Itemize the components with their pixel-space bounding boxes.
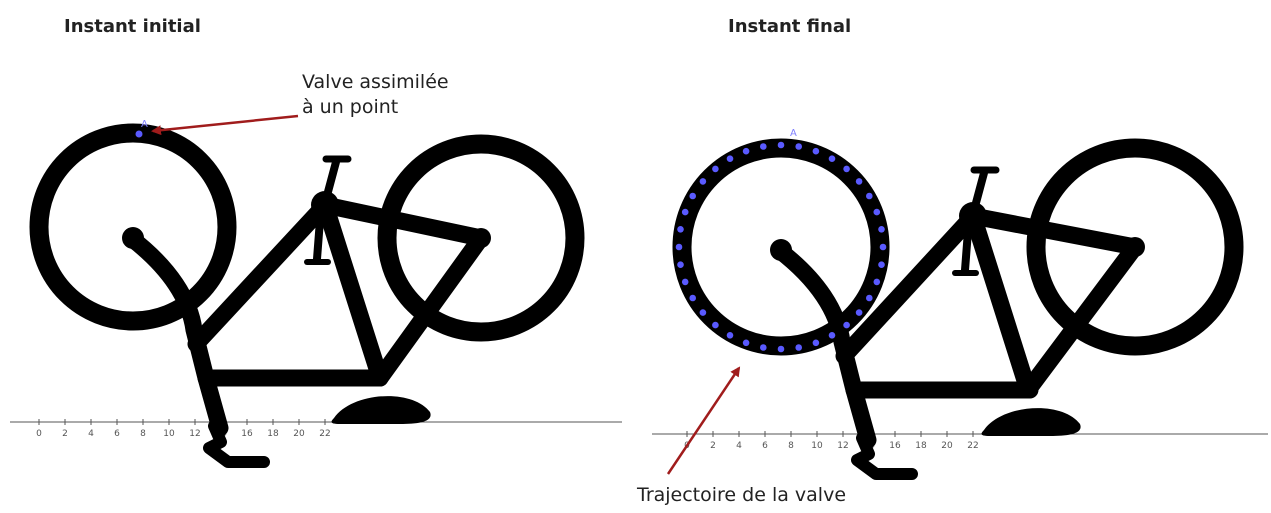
trajectory-point (760, 344, 767, 351)
trajectory-point (880, 244, 887, 251)
initial-axis-tick-label: 8 (140, 429, 146, 439)
trajectory-point (829, 332, 836, 339)
initial-axis-tick-label: 20 (293, 429, 305, 439)
trajectory-point (700, 178, 707, 185)
trajectory-point (874, 209, 881, 216)
final-front-hub (770, 239, 792, 261)
initial-axis-tick-label: 6 (114, 429, 120, 439)
initial-axis-tick-label: 0 (36, 429, 42, 439)
final-seat-tube (973, 216, 1028, 390)
trajectory-point (727, 332, 734, 339)
initial-front-hub (122, 227, 144, 249)
trajectory-annotation: Trajectoire de la valve (636, 484, 846, 506)
trajectory-point (813, 340, 820, 347)
trajectory-point (682, 279, 689, 286)
trajectory-point (866, 295, 873, 302)
final-head-joint (959, 202, 987, 230)
trajectory-point (829, 155, 836, 162)
trajectory-point (700, 309, 707, 316)
initial-axis-tick-label: 4 (88, 429, 94, 439)
final-rear-hub (1125, 237, 1145, 257)
trajectory-point (682, 209, 689, 216)
initial-top-tube (325, 205, 481, 238)
valve-annotation-line2: à un point (302, 96, 398, 118)
final-axis-tick-label: 4 (736, 441, 742, 451)
initial-head-joint (311, 191, 339, 219)
trajectory-point (874, 279, 881, 286)
trajectory-annotation-arrow (668, 368, 739, 474)
trajectory-point (856, 309, 863, 316)
final-axis-tick-label: 10 (811, 441, 823, 451)
initial-axis-tick-label: 16 (241, 429, 253, 439)
final-axis-tick-label: 22 (967, 441, 978, 451)
final-pedal (857, 438, 912, 474)
initial-seat-tube (325, 205, 380, 378)
initial-axis-tick-label: 12 (189, 429, 200, 439)
trajectory-point (689, 295, 696, 302)
initial-axis-tick-label: 2 (62, 429, 68, 439)
trajectory-point (795, 143, 802, 150)
valve-annotation-line1: Valve assimilée (302, 71, 449, 93)
final-panel-title: Instant final (728, 16, 851, 37)
final-bicycle (682, 148, 1234, 474)
final-axis-tick-label: 2 (710, 441, 716, 451)
trajectory-point (712, 322, 719, 329)
trajectory-point (778, 346, 785, 353)
trajectory-point (795, 344, 802, 351)
initial-bicycle (39, 133, 575, 462)
initial-axis-tick-label: 10 (163, 429, 175, 439)
final-axis-tick-label: 20 (941, 441, 953, 451)
final-axis-tick-label: 6 (762, 441, 768, 451)
trajectory-point (727, 155, 734, 162)
initial-pedal (209, 426, 264, 462)
trajectory-point (689, 193, 696, 200)
trajectory-point (677, 261, 684, 268)
initial-axis-tick-label: 22 (319, 429, 330, 439)
trajectory-point (778, 142, 785, 149)
final-axis-tick-label: 8 (788, 441, 794, 451)
trajectory-point (760, 143, 767, 150)
valve-annotation-arrow (153, 116, 298, 131)
initial-panel-title: Instant initial (64, 16, 201, 37)
final-top-tube (973, 216, 1135, 247)
final-axis-tick-label: 18 (915, 441, 927, 451)
trajectory-point (843, 166, 850, 173)
trajectory-point (813, 148, 820, 155)
final-chainring (982, 408, 1081, 436)
initial-axis-tick-label: 18 (267, 429, 279, 439)
final-axis-tick-label: 16 (889, 441, 901, 451)
trajectory-point (878, 261, 885, 268)
trajectory-point (676, 244, 683, 251)
trajectory-point (743, 340, 750, 347)
trajectory-point (712, 166, 719, 173)
trajectory-point (677, 226, 684, 233)
initial-valve-point (136, 131, 143, 138)
trajectory-point (866, 193, 873, 200)
trajectory-point (856, 178, 863, 185)
trajectory-point (843, 322, 850, 329)
trajectory-point (878, 226, 885, 233)
final-valve-point-label: A (790, 128, 797, 139)
initial-valve-point-label: A (141, 119, 148, 130)
initial-rear-hub (471, 228, 491, 248)
final-axis-tick-label: 12 (837, 441, 848, 451)
trajectory-point (743, 148, 750, 155)
initial-chainring (332, 396, 431, 424)
